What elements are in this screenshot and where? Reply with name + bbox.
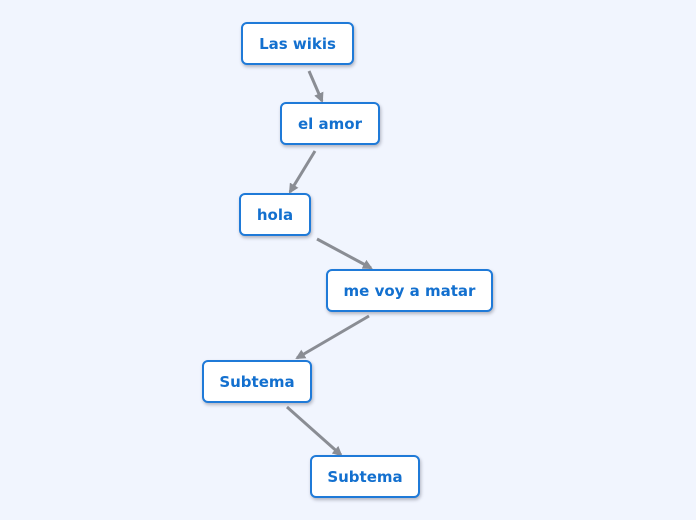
node-label: Subtema	[327, 467, 403, 486]
node-subtema-2[interactable]: Subtema	[310, 455, 420, 498]
edge-subtema-to-subtema	[286, 405, 343, 457]
edge-me-voy-a-matar-to-subtema	[295, 314, 370, 360]
node-me-voy-a-matar[interactable]: me voy a matar	[326, 269, 493, 312]
edge-las-wikis-to-el-amor	[307, 70, 324, 103]
node-las-wikis[interactable]: Las wikis	[241, 22, 354, 65]
node-hola[interactable]: hola	[239, 193, 311, 236]
node-label: Las wikis	[259, 34, 336, 53]
node-subtema-1[interactable]: Subtema	[202, 360, 312, 403]
edge-el-amor-to-hola	[288, 150, 317, 194]
node-el-amor[interactable]: el amor	[280, 102, 380, 145]
node-label: Subtema	[219, 372, 295, 391]
node-label: me voy a matar	[343, 281, 476, 300]
node-label: hola	[256, 205, 294, 224]
node-label: el amor	[298, 114, 362, 133]
edge-hola-to-me-voy-a-matar	[316, 237, 373, 270]
